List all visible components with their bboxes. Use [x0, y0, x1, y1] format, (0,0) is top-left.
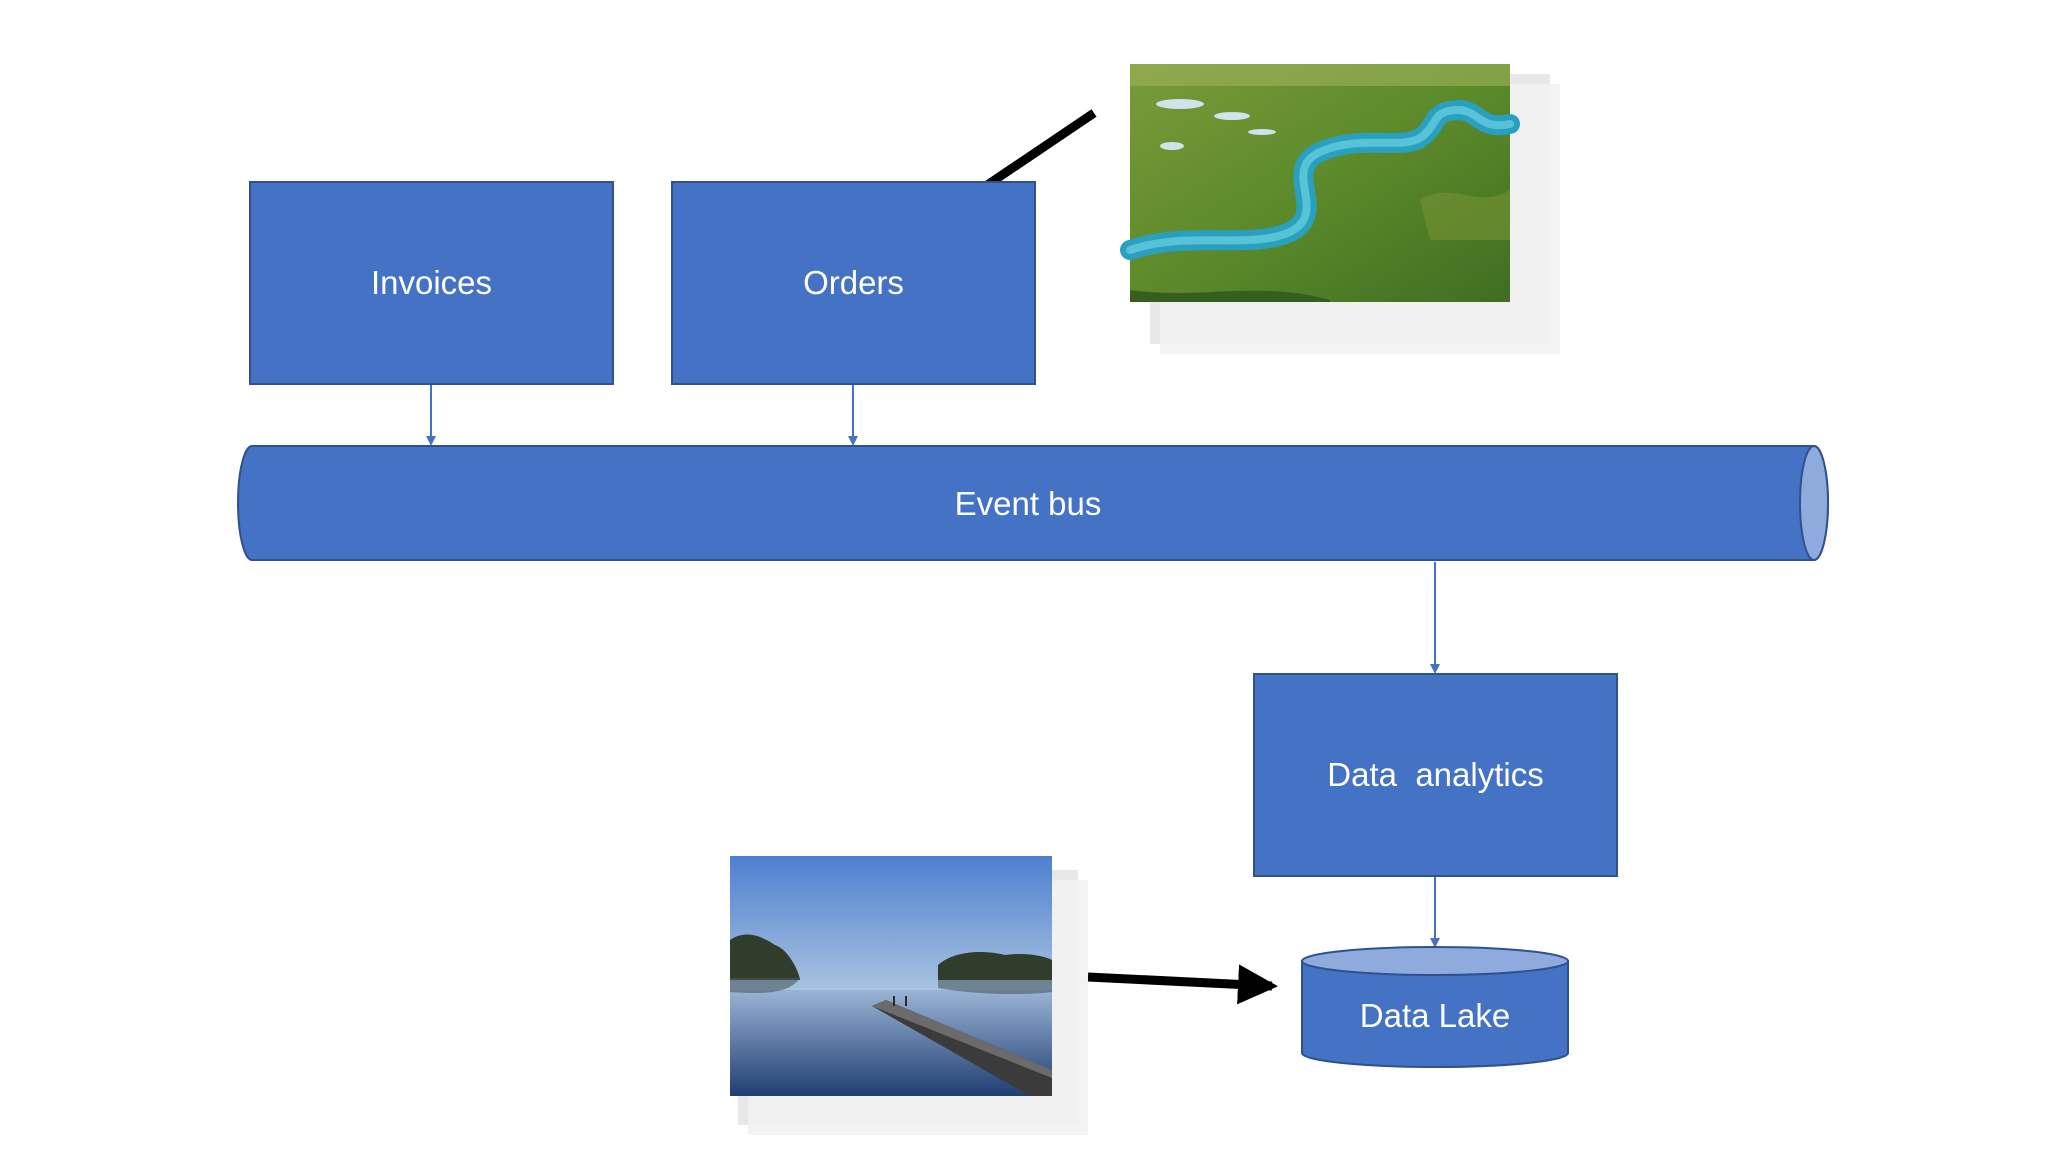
- event-bus-label: Event bus: [954, 485, 1102, 522]
- invoices-box: Invoices: [249, 181, 614, 385]
- data-analytics-label: Data analytics: [1327, 756, 1544, 793]
- data-lake-cylinder: [1301, 946, 1569, 1068]
- orders-box: Orders: [671, 181, 1036, 385]
- orders-label: Orders: [803, 264, 904, 301]
- aerial-river-photo: [1120, 64, 1560, 354]
- invoices-label: Invoices: [370, 264, 493, 301]
- data-analytics-box: Data analytics: [1253, 673, 1618, 877]
- arrow-photo-to-data-lake: [1087, 964, 1278, 1005]
- lake-jetty-photo: [730, 856, 1088, 1135]
- data-lake-label: Data Lake: [1359, 997, 1511, 1034]
- event-bus-cylinder: [237, 445, 1829, 561]
